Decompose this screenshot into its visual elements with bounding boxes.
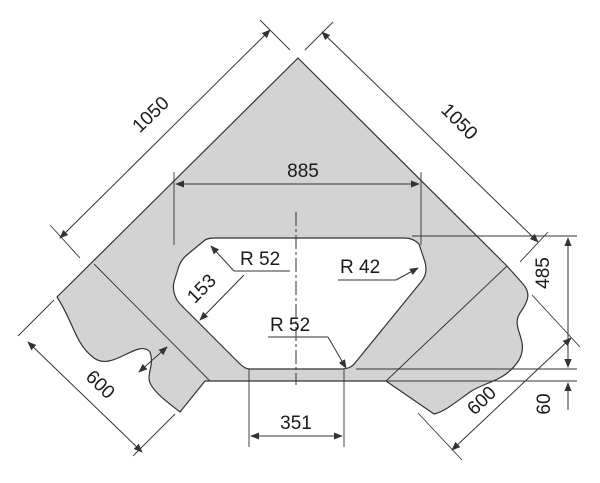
- dim-1050-right-ext-b: [519, 231, 549, 263]
- dim-1050-left-ext-a: [259, 19, 291, 51]
- left-wing-divider: [93, 263, 211, 382]
- dim-1050-right-ext-a: [304, 21, 334, 51]
- radius-bottom-label: R 52: [270, 315, 310, 336]
- dim-1050-left-label: 1050: [129, 93, 174, 137]
- dim-1050-right-label: 1050: [437, 100, 482, 145]
- radius-bottom-arrow: [327, 336, 347, 369]
- dim-600-right-line: [451, 337, 572, 451]
- dim-600-left-line: [27, 341, 143, 453]
- dim-600-right-ext-a: [417, 412, 463, 461]
- left-wing-depth-arrow: [138, 346, 168, 373]
- radius-top-right-label: R 42: [340, 257, 380, 278]
- dim-485-label: 485: [533, 257, 554, 289]
- dim-1050-left-ext-b: [49, 224, 81, 259]
- dim-600-right-ext-b: [531, 294, 581, 348]
- dim-153-line: [199, 274, 245, 321]
- radius-top-left-arrow: [210, 245, 235, 272]
- dim-600-left-ext-a: [17, 299, 55, 337]
- dim-60-label: 60: [534, 393, 555, 414]
- right-wing-divider: [385, 265, 508, 382]
- dim-351-label: 351: [280, 413, 312, 434]
- dim-1050-left-line: [59, 29, 271, 239]
- radius-top-left-label: R 52: [240, 249, 280, 270]
- radius-top-right-arrow: [395, 267, 419, 281]
- dim-885-label: 885: [287, 161, 319, 182]
- dim-1050-right-line: [321, 31, 539, 243]
